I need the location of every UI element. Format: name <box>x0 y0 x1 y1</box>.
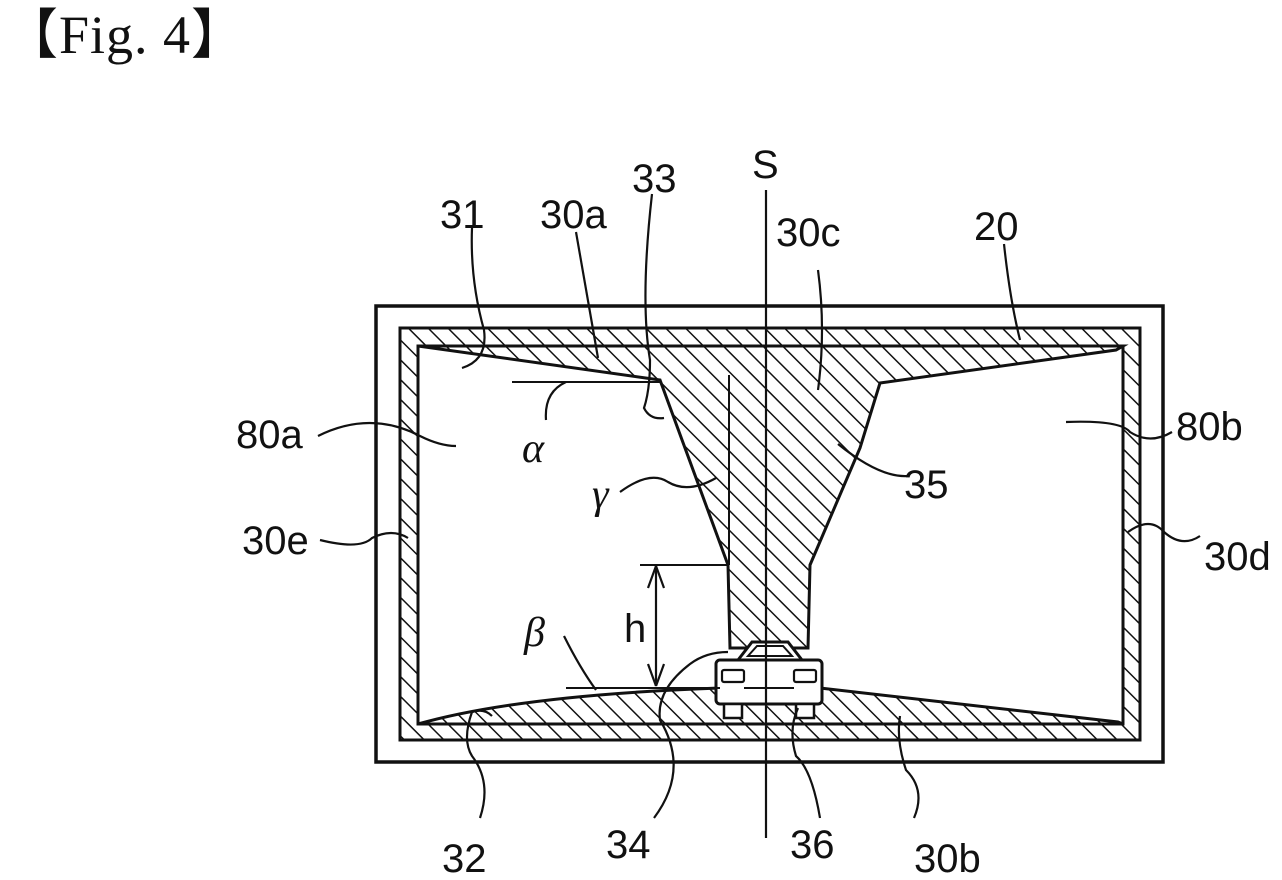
label-beta: β <box>523 610 545 656</box>
label-30b: 30b <box>914 837 981 880</box>
leader-30c <box>816 269 824 391</box>
leader-30e <box>319 531 409 546</box>
label-80a: 80a <box>236 413 303 457</box>
leader-36 <box>791 707 822 819</box>
figure-title: 【Fig. 4】 <box>4 5 247 65</box>
leader-gamma <box>619 476 717 493</box>
leader-beta <box>563 635 597 691</box>
label-30d: 30d <box>1204 535 1271 579</box>
leader-alpha <box>544 380 567 421</box>
label-34: 34 <box>606 823 651 867</box>
outer-housing <box>374 304 1165 764</box>
leader-30d <box>1127 522 1201 543</box>
leader-80b <box>1065 420 1173 440</box>
label-30c: 30c <box>776 211 841 255</box>
label-s: S <box>752 143 779 187</box>
dimension-h <box>640 564 728 687</box>
label-35: 35 <box>904 463 949 507</box>
label-alpha: α <box>522 426 545 472</box>
label-gamma: γ <box>592 472 610 518</box>
leader-32 <box>465 709 493 819</box>
label-33: 33 <box>632 157 677 201</box>
label-20: 20 <box>974 205 1019 249</box>
label-36: 36 <box>790 823 835 867</box>
leader-34 <box>653 650 729 819</box>
leader-80a <box>317 422 457 448</box>
label-32: 32 <box>442 837 487 880</box>
label-31: 31 <box>440 193 485 237</box>
label-30e: 30e <box>242 519 309 563</box>
leader-30b <box>897 715 920 819</box>
vehicle-icon <box>714 640 824 720</box>
leader-31 <box>461 227 486 370</box>
leader-30a <box>574 231 600 359</box>
leader-33 <box>642 193 665 420</box>
label-80b: 80b <box>1176 405 1243 449</box>
upper-reflector <box>417 344 1129 650</box>
label-30a: 30a <box>540 193 607 237</box>
label-h: h <box>624 607 646 651</box>
leader-35 <box>837 443 909 478</box>
leader-20 <box>1002 243 1022 341</box>
